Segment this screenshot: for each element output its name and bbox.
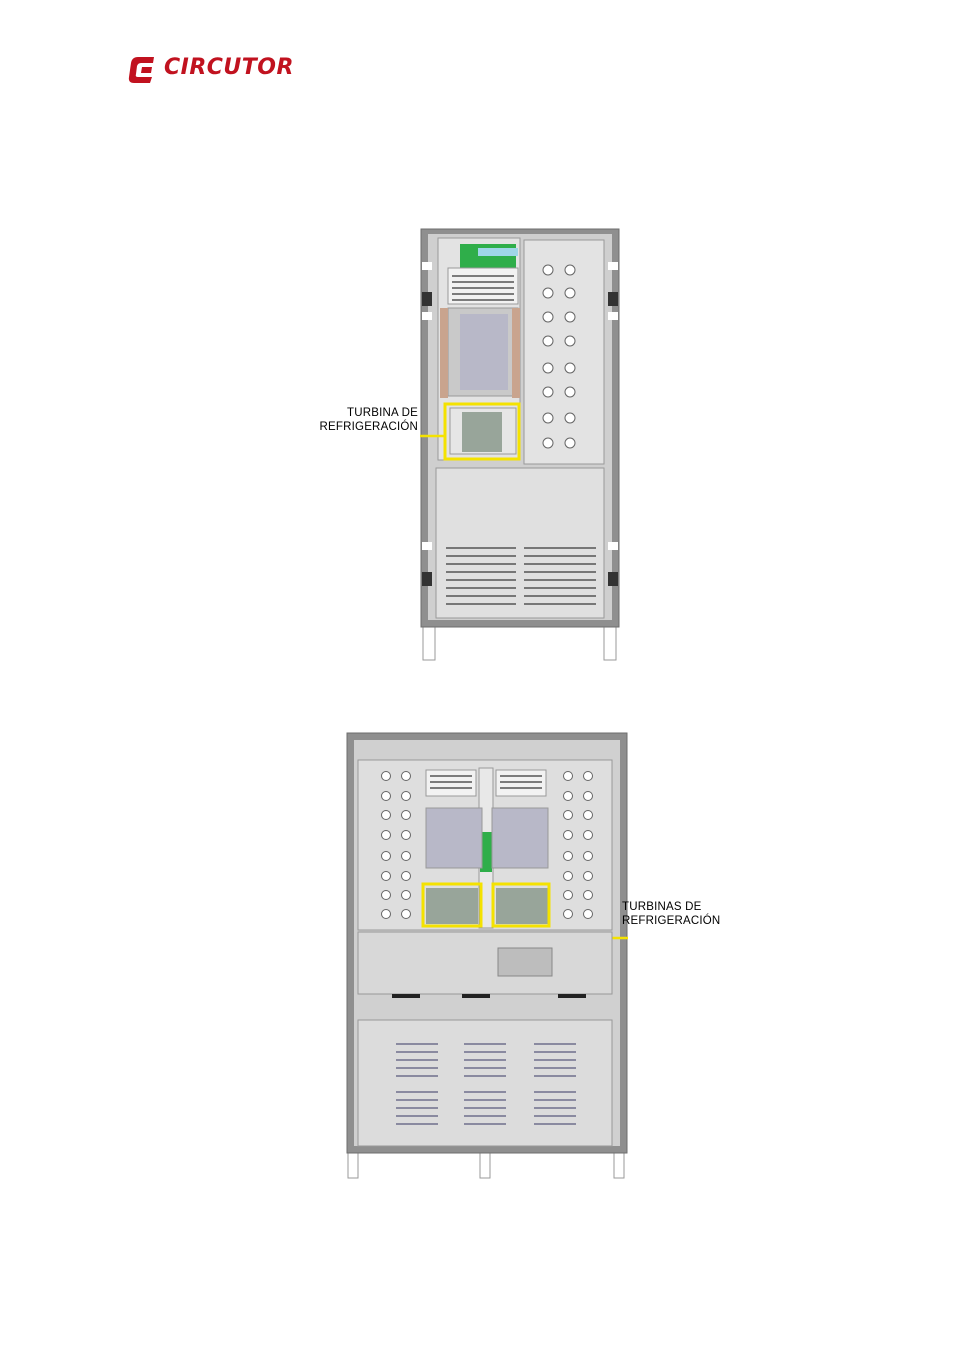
figure-cabinet-single bbox=[420, 228, 620, 662]
callout-line-2: REFRIGERACIÓN bbox=[622, 915, 721, 927]
callout-label-double: TURBINAS DE REFRIGERACIÓN bbox=[622, 900, 742, 928]
logo-text: CIRCUTOR bbox=[164, 55, 294, 80]
figure-cabinet-double bbox=[346, 732, 628, 1180]
circutor-logo: CIRCUTOR bbox=[128, 52, 303, 88]
callout-line-2: REFRIGERACIÓN bbox=[319, 421, 418, 433]
cabinet-single-drawing bbox=[420, 228, 620, 661]
callout-line-1: TURBINA DE bbox=[346, 407, 418, 419]
callout-line-1: TURBINAS DE bbox=[622, 901, 702, 913]
circutor-logo-icon bbox=[128, 57, 154, 83]
cabinet-double-drawing bbox=[346, 732, 628, 1179]
callout-label-single: TURBINA DE REFRIGERACIÓN bbox=[318, 406, 418, 434]
